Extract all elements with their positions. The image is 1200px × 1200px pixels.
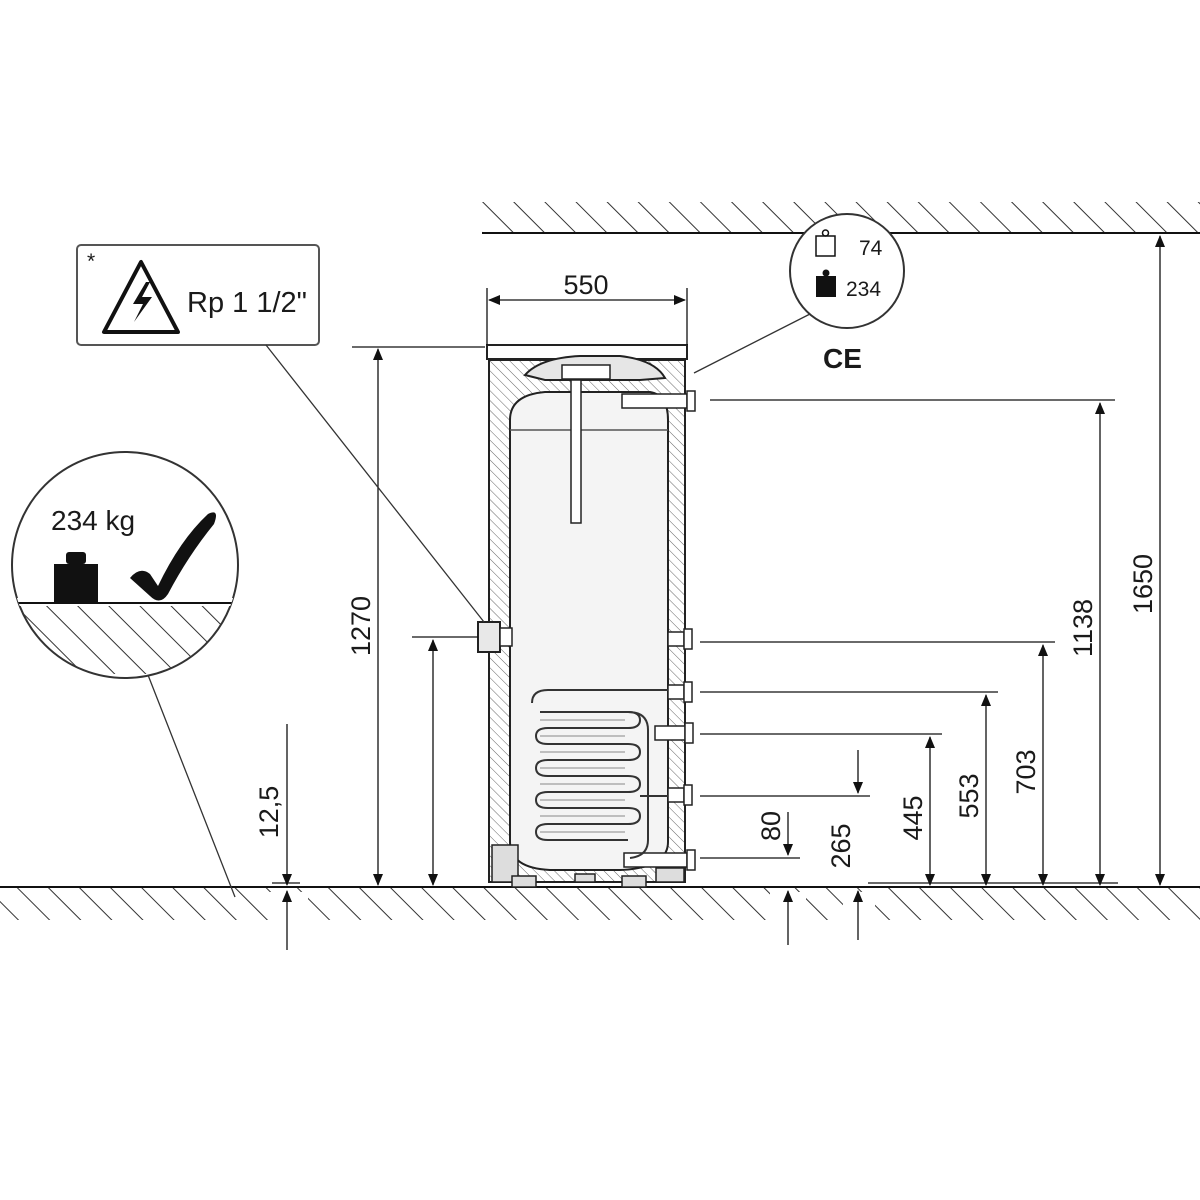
dim-width-label: 550 [563,270,608,300]
connection-callout: * Rp 1 1/2" [76,244,485,623]
dim-1270-label: 1270 [346,596,376,656]
connection-size-label: Rp 1 1/2" [187,287,307,319]
weight-full-icon [816,269,836,297]
warning-electric-icon [102,260,180,334]
dim-553-label: 553 [954,773,984,818]
weight-empty-value: 74 [859,237,883,260]
dimension-lines [272,235,1165,950]
checkmark-icon [130,512,216,601]
dim-1650-label: 1650 [1128,554,1158,614]
dim-80-label: 80 [756,811,786,841]
floor-load-callout: 234 kg [11,451,239,898]
heating-coil [531,689,668,859]
weight-empty-icon [815,229,836,257]
weight-icon [54,552,98,602]
dim-445-label: 445 [898,795,928,840]
tank-feet [491,844,685,888]
right-connections [621,390,696,871]
water-heater-tank [477,344,696,888]
dim-703-label: 703 [1011,749,1041,794]
floor [0,886,1200,922]
dim-1138-label: 1138 [1068,599,1098,657]
weight-full-value: 234 [846,278,881,301]
weight-callout: 74 234 [693,213,905,374]
asterisk-note: * [87,250,95,273]
floor-load-label: 234 kg [51,505,135,536]
dim-12-5-label: 12,5 [254,786,284,839]
dim-265-label: 265 [826,823,856,868]
ce-mark-icon: CE [823,343,862,374]
